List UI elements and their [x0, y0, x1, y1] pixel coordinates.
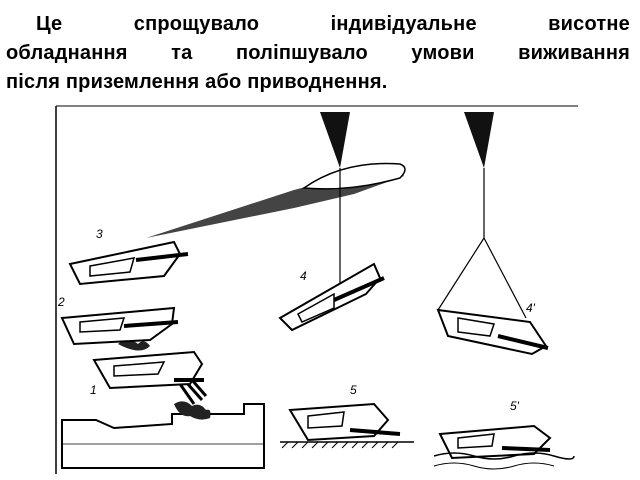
- label-2: 2: [57, 295, 65, 309]
- stage-1b-seat: [92, 340, 204, 390]
- word: індивідуальне: [330, 13, 477, 35]
- figure-drawing: 1 2 3 4 4' 5 5': [55, 105, 578, 474]
- word: виживання: [518, 42, 630, 64]
- word: Це: [36, 13, 63, 35]
- stage-4-boat: [278, 112, 385, 332]
- stage-2-boat: [60, 306, 179, 346]
- stage-1-boat: [61, 379, 265, 469]
- word: обладнання: [6, 42, 128, 64]
- ejection-sequence-figure: 1 2 3 4 4' 5 5': [54, 104, 580, 476]
- word: та: [171, 42, 193, 64]
- label-4-prime: 4': [526, 301, 536, 315]
- stage-5-boat: [280, 402, 414, 449]
- label-5-prime: 5': [510, 399, 520, 413]
- paragraph: Це спрощувало індивідуальне висотне обла…: [6, 10, 630, 97]
- word: поліпшувало: [235, 42, 368, 64]
- paragraph-line-1: Це спрощувало індивідуальне висотне: [6, 10, 630, 39]
- label-4: 4: [300, 269, 307, 283]
- word: висотне: [548, 13, 630, 35]
- paragraph-line-2: обладнання та поліпшувало умови виживанн…: [6, 39, 630, 68]
- word: умови: [411, 42, 475, 64]
- stage-3-boat: [68, 162, 406, 286]
- paragraph-line-3: після приземлення або приводнення.: [6, 71, 388, 93]
- stage-5-prime-boat: [433, 424, 575, 470]
- label-3: 3: [96, 227, 103, 241]
- label-1: 1: [90, 383, 97, 397]
- stage-4-prime-boat: [436, 112, 549, 356]
- label-5: 5: [350, 383, 357, 397]
- word: спрощувало: [133, 13, 260, 35]
